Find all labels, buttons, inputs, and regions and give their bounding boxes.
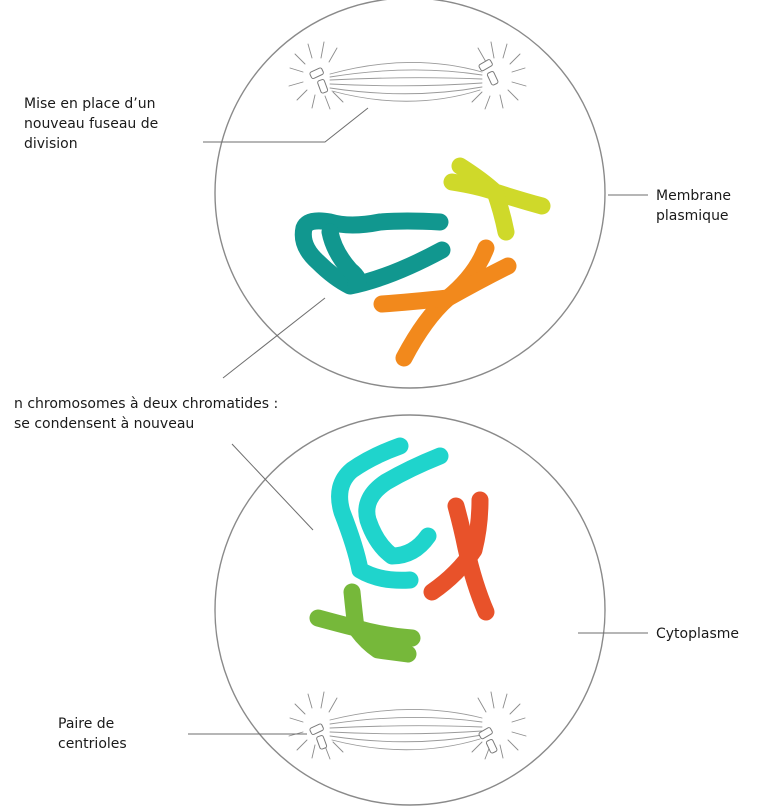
label-chromosomes-line-1: n chromosomes à deux chromatides : (14, 396, 278, 412)
label-spindle-line-2: nouveau fuseau de (24, 116, 158, 132)
top-cell (215, 0, 605, 388)
label-cytoplasm: Cytoplasme (656, 626, 739, 642)
label-chromosomes-line-2: se condensent à nouveau (14, 416, 194, 432)
label-centrioles-line-1: Paire de (58, 716, 114, 732)
top-cell-membrane (215, 0, 605, 388)
label-membrane-line-1: Membrane (656, 188, 731, 204)
bottom-cell (215, 415, 605, 805)
label-spindle-line-3: division (24, 136, 78, 152)
label-membrane-line-2: plasmique (656, 208, 729, 224)
label-spindle-line-1: Mise en place d’un (24, 96, 155, 112)
label-centrioles-line-2: centrioles (58, 736, 127, 752)
